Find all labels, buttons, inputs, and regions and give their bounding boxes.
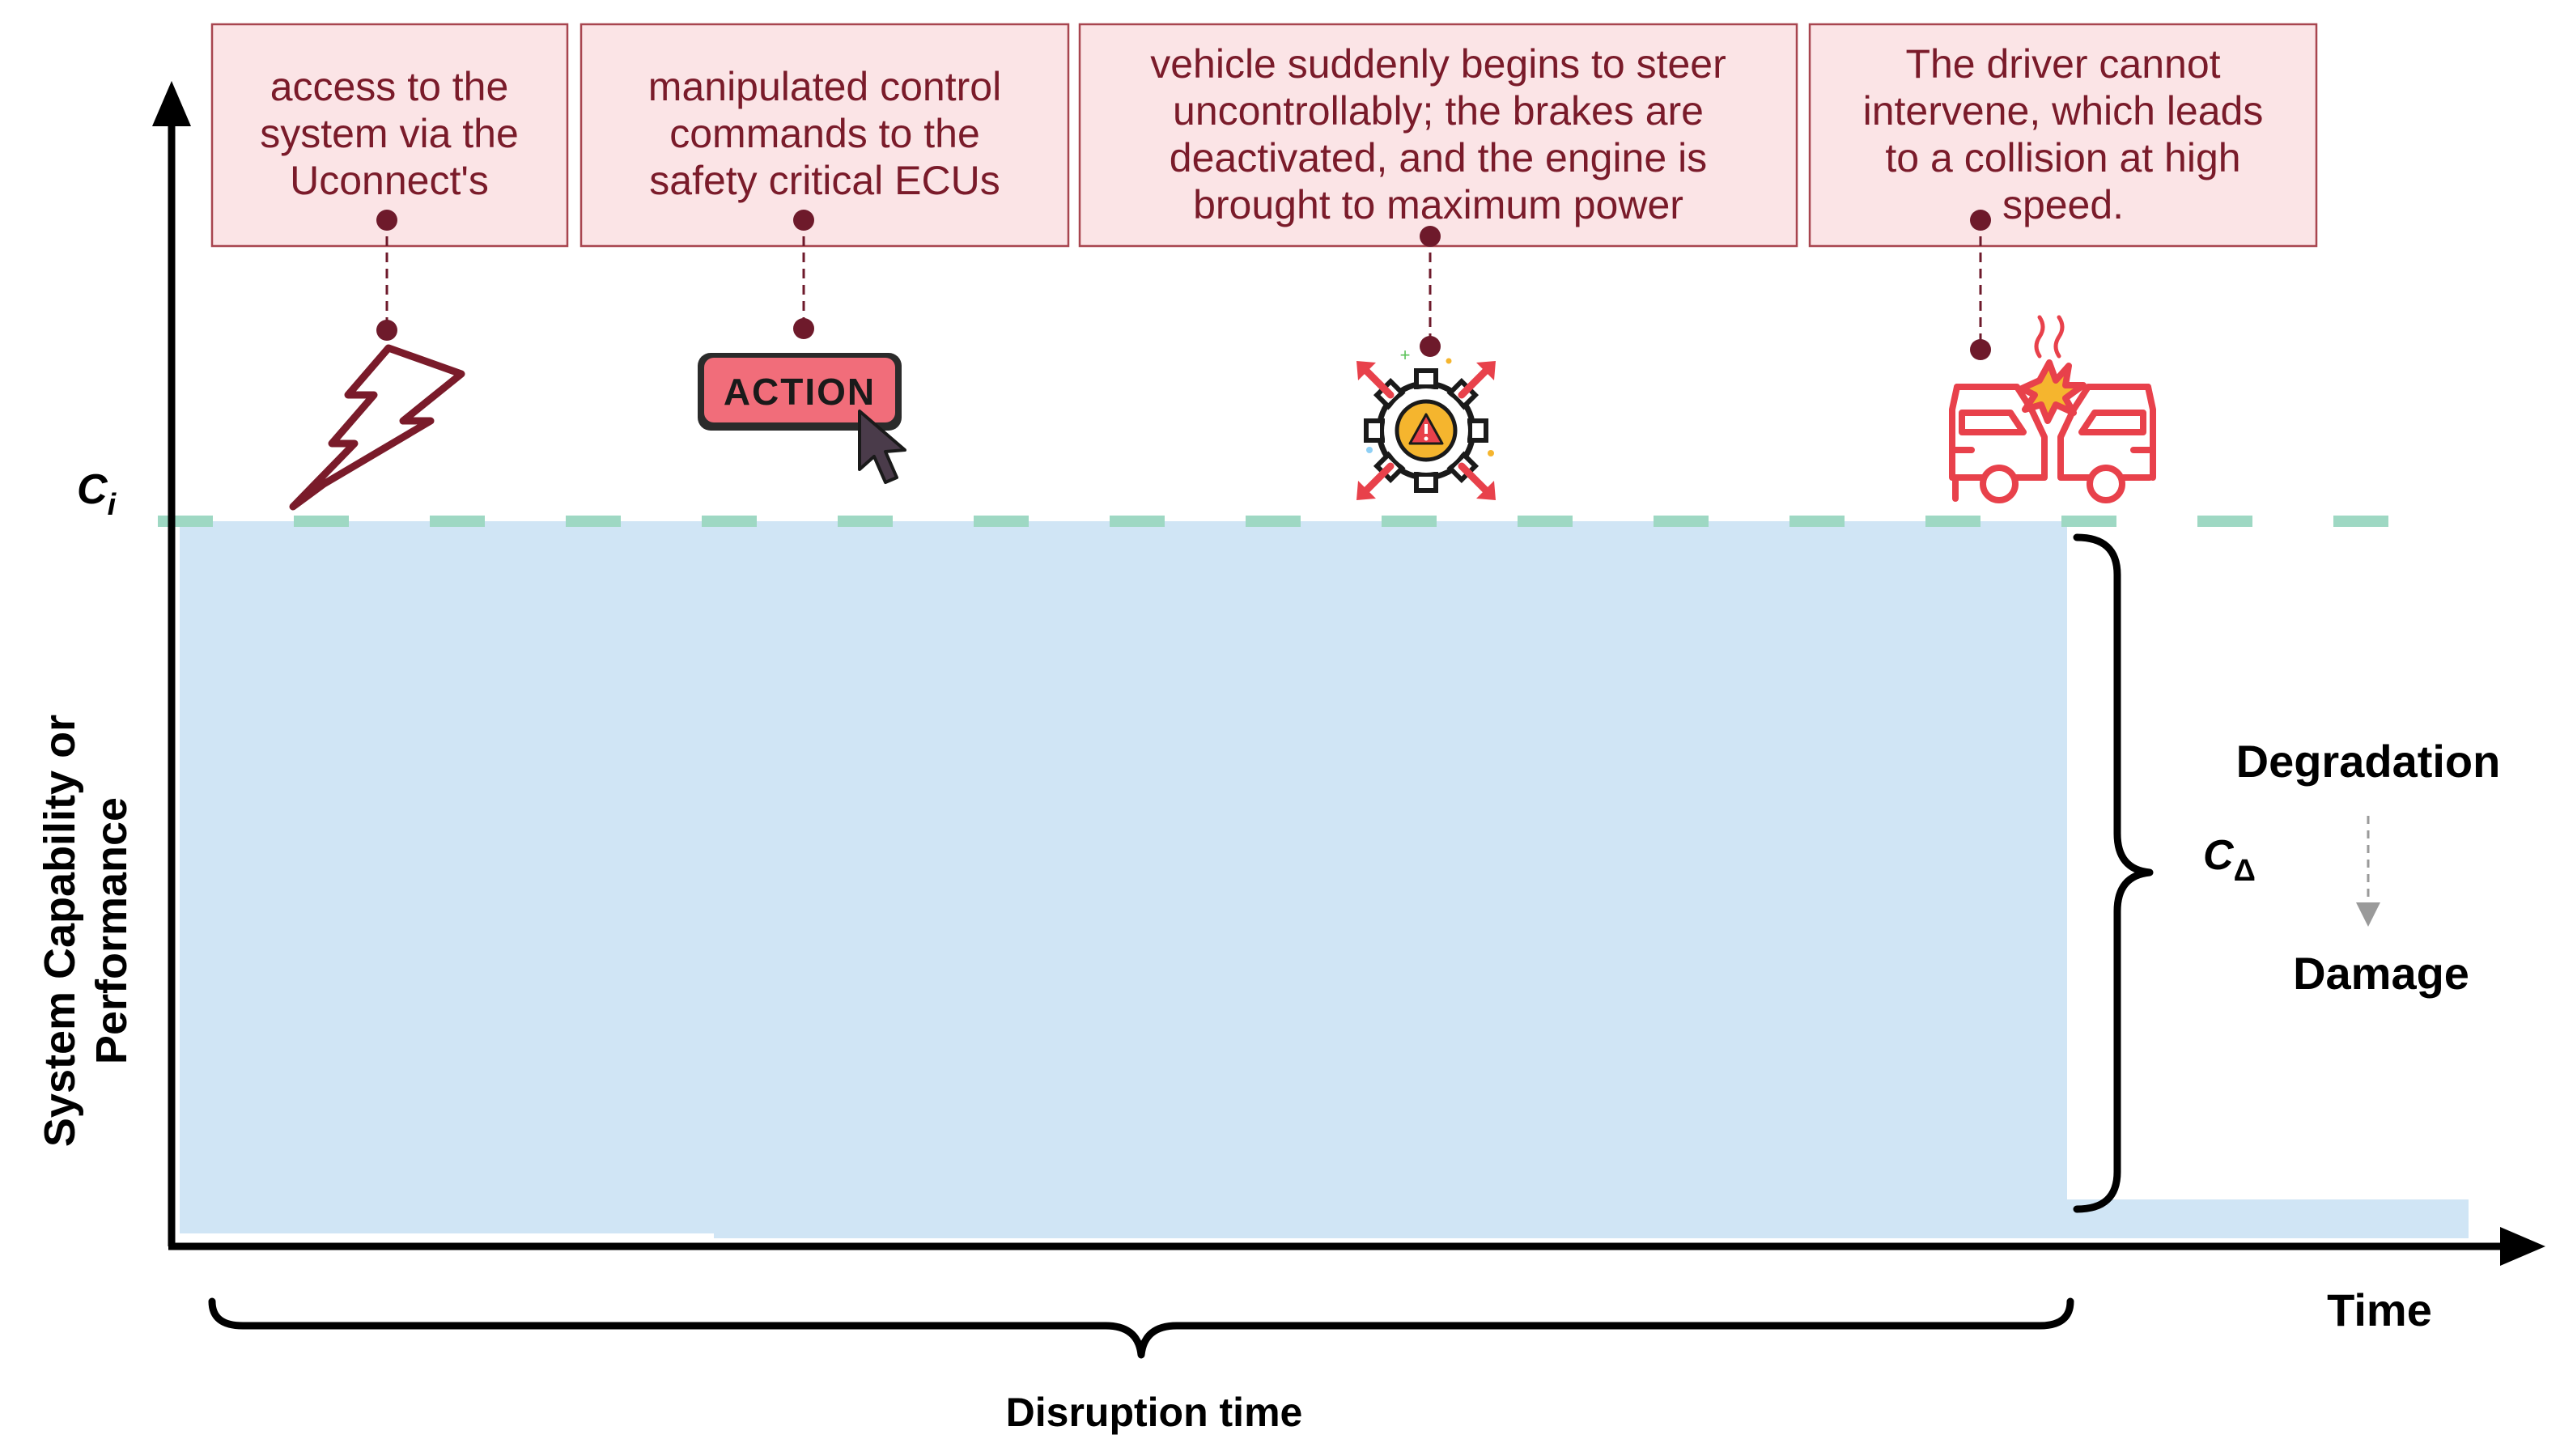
capability-loss-label: CΔ xyxy=(2203,832,2256,888)
disruption-time-brace xyxy=(208,1297,2074,1359)
ci-label: Ci xyxy=(77,466,117,522)
svg-text:Uconnect's: Uconnect's xyxy=(290,158,489,203)
y-axis-label-line2: Performance xyxy=(87,797,136,1064)
damage-label: Damage xyxy=(2293,948,2469,999)
svg-text:safety critical ECUs: safety critical ECUs xyxy=(649,158,1000,203)
connector-dot xyxy=(1970,339,1991,360)
svg-text:intervene, which leads: intervene, which leads xyxy=(1863,88,2264,134)
svg-text:+: + xyxy=(1400,345,1411,365)
y-axis-arrowhead xyxy=(152,81,191,126)
connector-dot xyxy=(376,320,397,341)
action-button-icon: ACTION xyxy=(698,353,906,484)
svg-text:commands to the: commands to the xyxy=(669,111,980,156)
area-gap-highlight xyxy=(180,1233,714,1240)
connector-dot xyxy=(376,210,397,231)
svg-text:manipulated control: manipulated control xyxy=(648,64,1001,109)
svg-text:deactivated, and the engine is: deactivated, and the engine is xyxy=(1170,135,1707,180)
disruption-time-label: Disruption time xyxy=(1006,1390,1303,1435)
svg-text:speed.: speed. xyxy=(2002,182,2124,227)
svg-text:vehicle suddenly begins to ste: vehicle suddenly begins to steer xyxy=(1150,41,1726,87)
gear-warning-icon: + xyxy=(1356,345,1496,500)
event-callout-3: vehicle suddenly begins to steer uncontr… xyxy=(1078,23,1798,248)
connector-dot xyxy=(1420,226,1441,247)
connector-dot xyxy=(1420,336,1441,357)
svg-text:brought to maximum power: brought to maximum power xyxy=(1193,182,1683,227)
degraded-capability-area xyxy=(2067,1199,2469,1238)
event-callout-2: manipulated control commands to the safe… xyxy=(580,23,1070,248)
svg-text:The driver cannot: The driver cannot xyxy=(1905,41,2220,87)
car-collision-icon xyxy=(1949,315,2156,503)
connector-dot xyxy=(793,318,814,339)
svg-text:ACTION: ACTION xyxy=(724,371,876,413)
y-axis-label-line1: System Capability or xyxy=(36,715,84,1147)
x-axis-arrowhead xyxy=(2500,1227,2545,1266)
connector-dot xyxy=(1970,210,1991,231)
lightning-bolt-icon xyxy=(289,344,465,511)
svg-text:system via the: system via the xyxy=(260,111,519,156)
svg-text:access to the: access to the xyxy=(270,64,509,109)
capability-loss-brace xyxy=(2073,533,2154,1213)
degradation-label: Degradation xyxy=(2236,736,2501,787)
event-callout-4: The driver cannot intervene, which leads… xyxy=(1808,23,2318,248)
connector-dot xyxy=(793,210,814,231)
capability-area xyxy=(180,521,2067,1238)
event-callout-1: access to the system via the Uconnect's xyxy=(210,23,569,248)
x-axis-label: Time xyxy=(2327,1284,2432,1335)
svg-text:to a collision at high: to a collision at high xyxy=(1885,135,2240,180)
svg-text:uncontrollably; the brakes are: uncontrollably; the brakes are xyxy=(1173,88,1704,134)
